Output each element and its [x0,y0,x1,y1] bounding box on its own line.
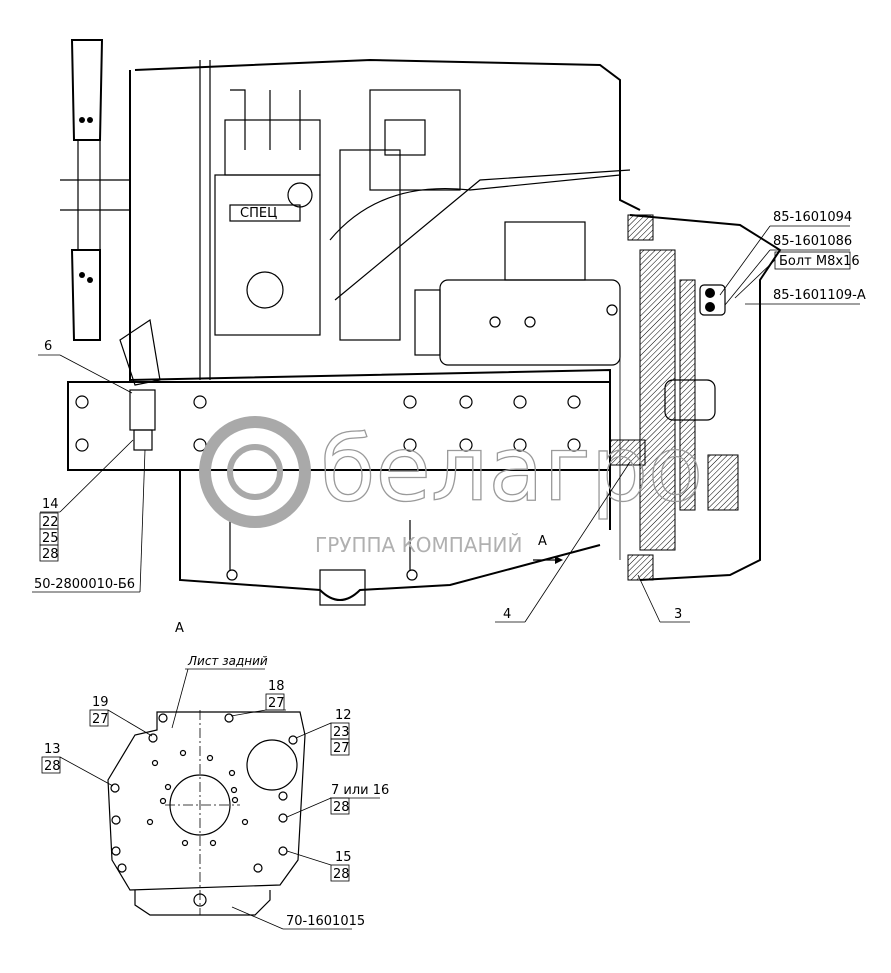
callout-12-row: 27 [333,741,350,756]
callout-19-row: 27 [92,712,109,727]
callouts-right: 85-1601094 85-1601086 Болт М8x16 85-1601… [719,210,866,306]
fuel-line [329,174,621,241]
callout-13-row: 28 [44,759,61,774]
callout-14: 14 [42,497,59,512]
callout-4: 4 [503,607,511,622]
callout-19: 19 [92,695,109,710]
callout-14-row: 25 [42,531,59,546]
flywheel-housing [609,214,782,581]
fuel-pump: СПЕЦ [214,89,461,341]
watermark-brand: белагро [320,417,703,522]
callout-sensor-part: 50-2800010-Б6 [34,577,135,592]
engine-block [67,58,641,606]
pump-plate-text: СПЕЦ [240,206,277,221]
fan [60,39,130,341]
callout-15: 15 [335,850,352,865]
callout-85-1601094: 85-1601094 [773,210,852,225]
view-a-title: А [175,621,184,636]
callout-3: 3 [674,607,682,622]
callout-12-row: 23 [333,725,350,740]
callout-bolt: Болт М8x16 [779,254,860,269]
callout-18: 18 [268,679,285,694]
callout-12: 12 [335,708,352,723]
watermark-subtitle: ГРУППА КОМПАНИЙ [315,533,522,557]
callout-85-1601086: 85-1601086 [773,234,852,249]
view-arrow-label: А [538,534,547,549]
rear-plate-view [107,710,306,916]
callout-70-1601015: 70-1601015 [286,914,365,929]
callouts-left: 6 14 22 25 28 50-2800010-Б6 4 3 А [32,339,690,623]
callout-14-row: 28 [42,547,59,562]
callout-15-row: 28 [333,867,350,882]
callout-7-or-16: 7 или 16 [331,783,389,798]
callout-7-row: 28 [333,800,350,815]
callout-13: 13 [44,742,61,757]
view-a-callouts: Лист задний 18 27 19 27 12 23 27 13 28 7… [41,654,389,930]
pipe [334,169,631,301]
callout-85-1601109-a: 85-1601109-А [773,288,866,303]
sensor [119,318,161,451]
callout-18-row: 27 [268,696,285,711]
sheet-label: Лист задний [187,654,268,668]
watermark: белагро ГРУППА КОМПАНИЙ [199,416,704,557]
starter-motor [414,221,621,366]
callout-6: 6 [44,339,52,354]
callout-14-row: 22 [42,515,59,530]
plate-bolts [110,713,298,873]
